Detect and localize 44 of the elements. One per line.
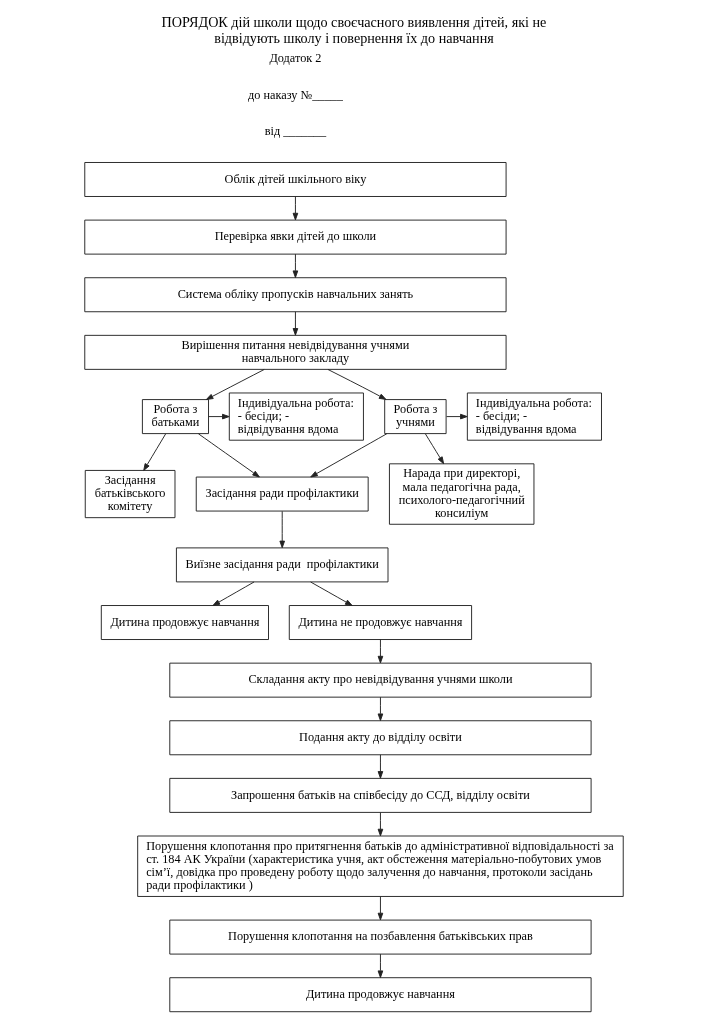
arrow [279,510,285,549]
node-box: Вирішення питання невідвідування учнями навчального закладу [84,334,507,370]
node-box: Облік дітей шкільного віку [84,162,507,197]
arrow [310,433,388,478]
arrow [377,953,384,978]
arrow [377,639,384,664]
node-box: Дитина продовжує навчання [100,605,269,640]
node-box: Система обліку пропусків навчальних занять [84,277,507,313]
arrow [446,413,468,420]
node-box: Робота з батьками [141,399,209,435]
arrow [292,253,299,278]
node-box: Нарада при директорі, мала педагогічна рада, психолого-педагогічний консиліум [388,463,535,525]
node-box: Запрошення батьків на співбесіду до ССД, відділу освіти [169,777,592,813]
node-box: Індивідуальна робота: - бесіди; - відвідування вдома [466,392,602,441]
node-box: Порушення клопотання про притягнення батьків до адміністративної відповідальності за ст. 184 АК України (характеристика учня, акт обстеження матеріально-побутових умов сім’ї, довідка про проведену роботу щодо залучення до навчання, протоколи засідань ради профілактики ) [137,835,624,897]
node-box: Порушення клопотання на позбавлення батьківських прав [169,919,592,955]
label: від _______ [264,124,327,139]
node-box: Подання акту до відділу освіти [169,720,592,756]
arrow [377,812,384,837]
arrow [310,581,353,606]
node-box: Засідання ради профілактики [195,476,369,512]
node-box: Дитина не продовжує навчання [288,605,473,640]
arrow [212,581,255,606]
arrow [292,196,299,221]
diagram-title: ПОРЯДОК дій школи щодо своєчасного виявлення дітей, які не відвідують школу і повернення їх до навчання [161,14,547,47]
arrow [377,696,384,721]
node-box: Індивідуальна робота: - бесіди; - відвідування вдома [228,392,364,441]
arrow [292,311,299,336]
node-box: Виїзне засідання ради профілактики [175,547,389,583]
arrow [197,433,260,478]
node-box: Дитина продовжує навчання [169,977,592,1013]
arrow [424,433,445,465]
arrow [327,369,387,400]
arrow [205,369,265,400]
node-box: Перевірка явки дітей до школи [84,219,507,255]
node-box: Складання акту про невідвідування учнями школи [169,662,592,698]
node-box: Засідання батьківського комітету [84,469,176,519]
arrow [208,413,230,420]
arrow [377,754,384,779]
label: до наказу №_____ [248,87,343,102]
arrow [143,433,167,471]
arrow [377,896,384,921]
label: Додаток 2 [269,50,322,65]
node-box: Робота з учнями [384,399,447,435]
